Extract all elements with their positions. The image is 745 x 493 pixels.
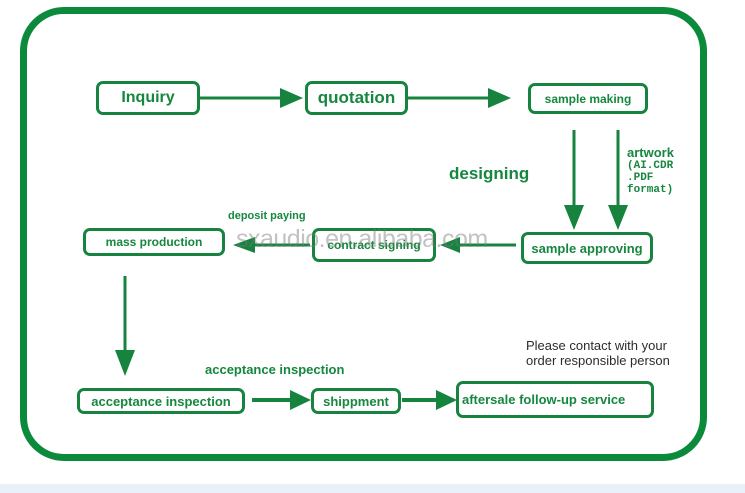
arrow-mass-production-down xyxy=(115,276,135,376)
diagram-frame xyxy=(20,7,707,461)
contact-note-line1: Please contact with your xyxy=(526,338,667,353)
label-designing: designing xyxy=(449,164,530,183)
arrow-designing-down xyxy=(564,130,584,230)
contact-note: Please contact with your order responsib… xyxy=(526,338,670,368)
arrow-inquiry-to-quotation xyxy=(199,88,303,108)
arrow-inspection-to-shippment xyxy=(252,390,311,410)
step-sample-making: sample making xyxy=(528,83,648,114)
step-sample-approving-label: sample approving xyxy=(531,240,643,256)
label-deposit-paying: deposit paying xyxy=(228,210,306,222)
arrow-sample-approving-to-contract xyxy=(440,237,516,253)
step-quotation: quotation xyxy=(305,81,408,115)
arrow-artwork-down xyxy=(608,130,628,230)
arrow-shippment-to-aftersale xyxy=(402,390,457,410)
step-shippment-label: shippment xyxy=(323,393,389,409)
step-mass-production: mass production xyxy=(83,228,225,256)
label-acceptance-inspection-caption: acceptance inspection xyxy=(205,362,345,377)
step-contract-signing: contract signing xyxy=(312,228,436,262)
step-contract-signing-label: contract signing xyxy=(327,238,421,252)
step-acceptance-inspection-label: acceptance inspection xyxy=(91,393,231,409)
step-inquiry: Inquiry xyxy=(96,81,200,115)
label-artwork: artwork xyxy=(627,145,674,160)
label-artwork-formats: (AI.CDR .PDF format) xyxy=(627,160,674,196)
page-bottom-strip xyxy=(0,484,745,493)
step-sample-making-label: sample making xyxy=(544,91,632,106)
step-mass-production-label: mass production xyxy=(105,235,203,249)
step-quotation-label: quotation xyxy=(317,88,396,107)
step-acceptance-inspection: acceptance inspection xyxy=(77,388,245,414)
step-aftersale-label: aftersale follow-up service xyxy=(462,392,626,407)
step-aftersale: aftersale follow-up service xyxy=(456,381,654,418)
arrow-contract-to-mass-production xyxy=(233,237,310,253)
contact-note-line2: order responsible person xyxy=(526,353,670,368)
step-inquiry-label: Inquiry xyxy=(121,89,175,106)
arrow-quotation-to-sample-making xyxy=(407,88,511,108)
step-shippment: shippment xyxy=(311,388,401,414)
step-sample-approving: sample approving xyxy=(521,232,653,264)
